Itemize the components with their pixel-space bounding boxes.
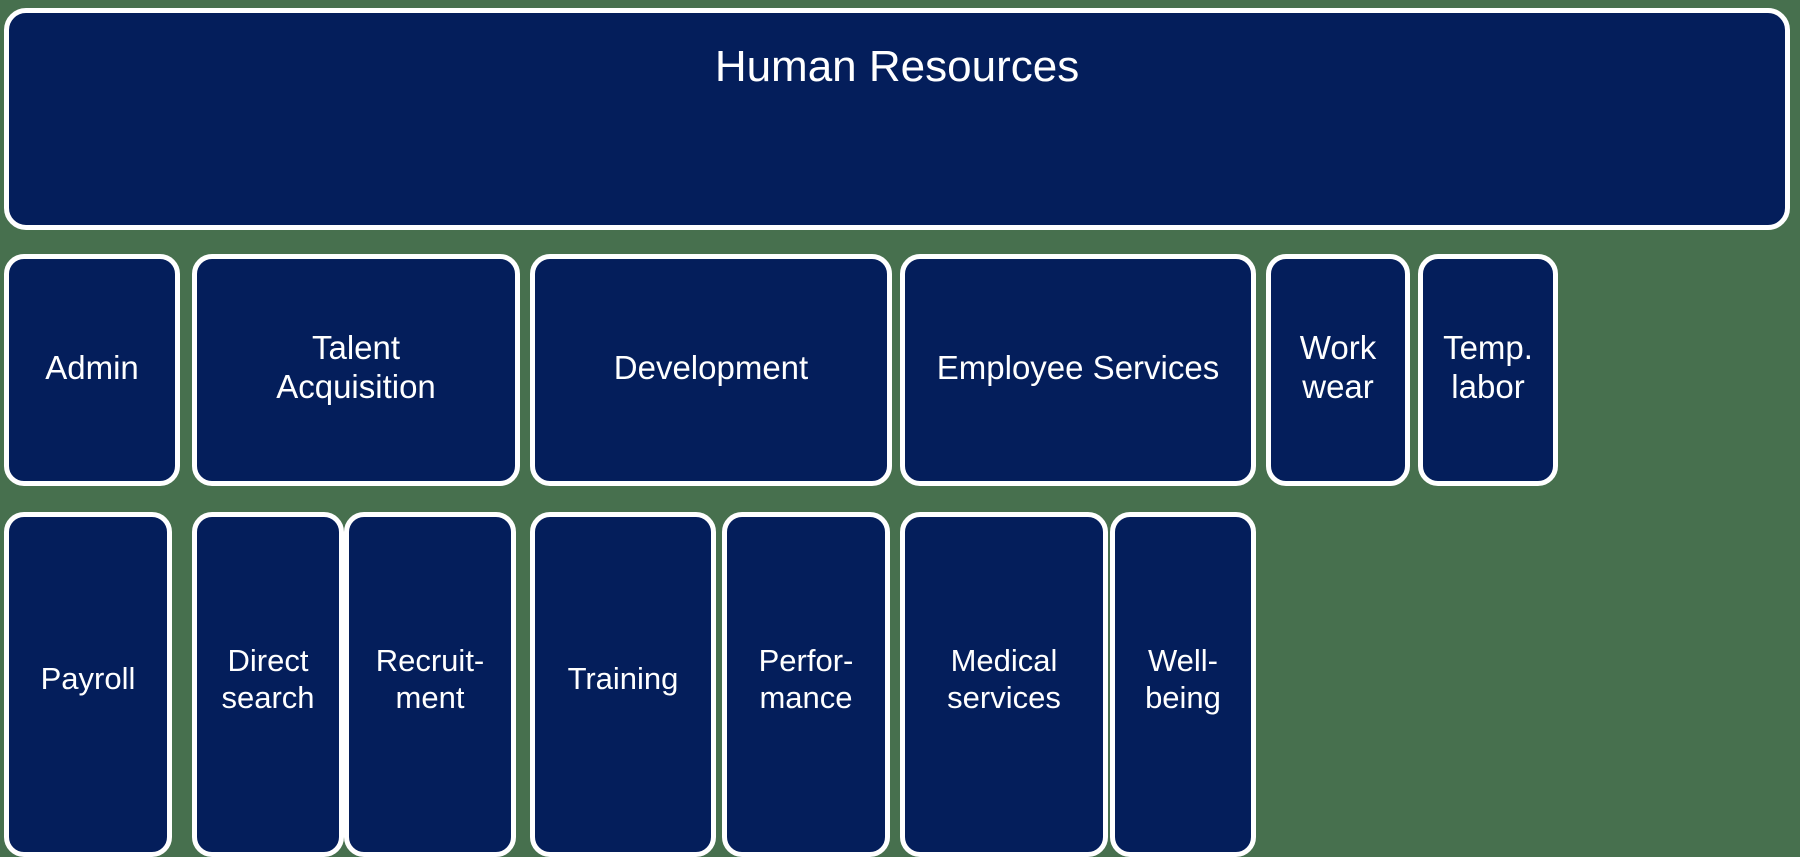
org-node-development[interactable]: Development (530, 254, 892, 486)
org-node-recruitment[interactable]: Recruit- ment (344, 512, 516, 857)
org-node-root[interactable]: Human Resources (4, 8, 1790, 230)
org-node-talent-acquisition[interactable]: Talent Acquisition (192, 254, 520, 486)
org-node-employee-services-label: Employee Services (936, 348, 1220, 386)
org-node-temp-labor-label: Temp. labor (1443, 329, 1533, 405)
org-node-temp-labor[interactable]: Temp. labor (1418, 254, 1558, 486)
org-node-training-label: Training (567, 661, 679, 697)
org-node-performance[interactable]: Perfor- mance (722, 512, 890, 857)
org-node-admin[interactable]: Admin (4, 254, 180, 486)
org-node-development-label: Development (613, 348, 809, 386)
org-node-root-label: Human Resources (714, 42, 1080, 92)
org-node-talent-acquisition-label: Talent Acquisition (276, 329, 436, 405)
org-node-recruitment-label: Recruit- ment (375, 642, 485, 715)
org-node-direct-search-label: Direct search (221, 642, 315, 715)
org-node-medical-services-label: Medical services (947, 642, 1061, 715)
org-node-training[interactable]: Training (530, 512, 716, 857)
org-node-work-wear-label: Work wear (1299, 329, 1377, 405)
org-node-payroll-label: Payroll (40, 661, 136, 697)
org-node-direct-search[interactable]: Direct search (192, 512, 344, 857)
org-node-performance-label: Perfor- mance (758, 642, 854, 715)
org-node-well-being-label: Well- being (1145, 642, 1221, 715)
org-node-admin-label: Admin (45, 348, 139, 386)
org-node-payroll[interactable]: Payroll (4, 512, 172, 857)
org-node-well-being[interactable]: Well- being (1110, 512, 1256, 857)
org-node-employee-services[interactable]: Employee Services (900, 254, 1256, 486)
org-node-work-wear[interactable]: Work wear (1266, 254, 1410, 486)
org-node-medical-services[interactable]: Medical services (900, 512, 1108, 857)
